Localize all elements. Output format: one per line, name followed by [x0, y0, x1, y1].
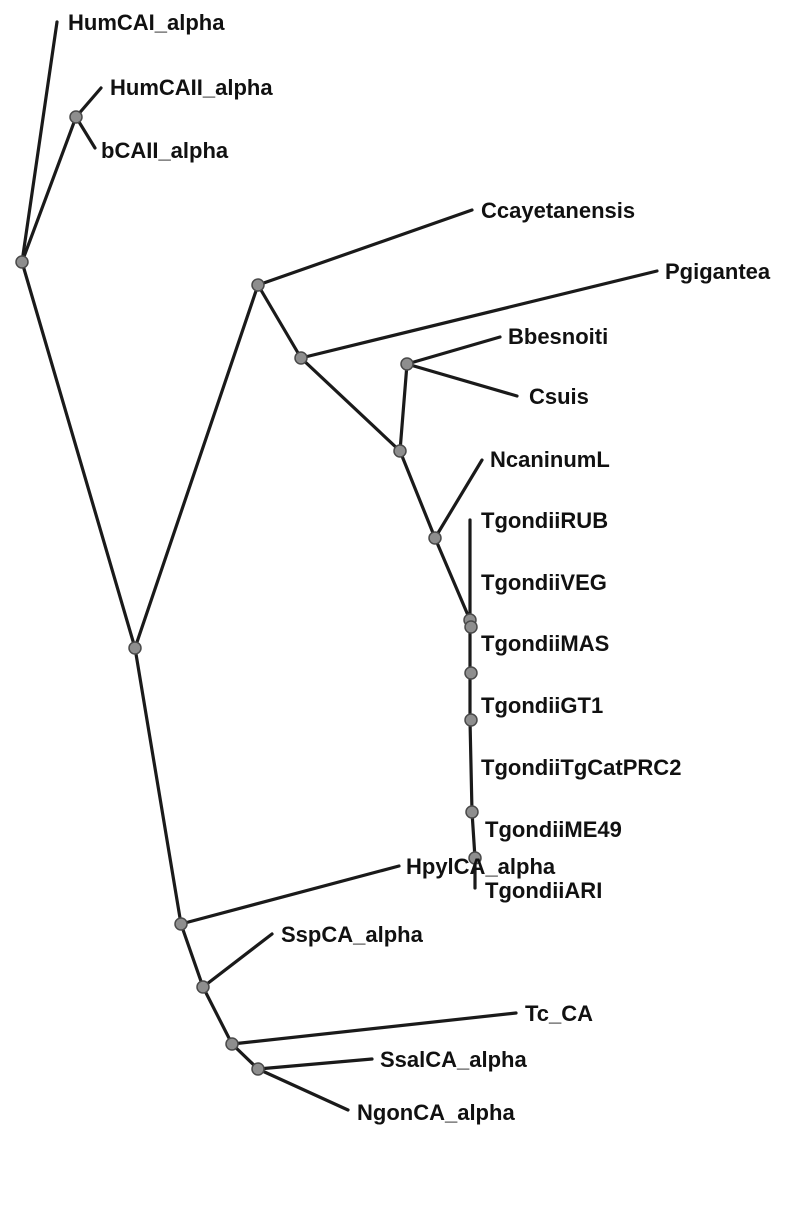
- leaf-label-tgondiigt1: TgondiiGT1: [481, 693, 603, 718]
- leaf-label-ngonca: NgonCA_alpha: [357, 1100, 515, 1125]
- leaf-label-pgigantea: Pgigantea: [665, 259, 771, 284]
- tree-node: [15, 255, 29, 269]
- branch: [405, 335, 502, 366]
- leaf-label-tgondiitgcatprc2: TgondiiTgCatPRC2: [481, 755, 681, 780]
- tree-node: [464, 620, 478, 634]
- tree-node: [294, 351, 308, 365]
- leaf-label-ccayetanensis: Ccayetanensis: [481, 198, 635, 223]
- branch: [20, 115, 78, 264]
- branch: [179, 864, 401, 926]
- branch: [256, 1067, 350, 1112]
- leaf-label-ssalca: SsalCA_alpha: [380, 1047, 527, 1072]
- branches: [20, 20, 659, 1112]
- tree-node: [393, 444, 407, 458]
- tree-node: [196, 980, 210, 994]
- tree-node: [468, 851, 482, 865]
- leaf-labels: HumCAI_alpha HumCAII_alpha bCAII_alpha C…: [68, 10, 771, 1125]
- tree-node: [465, 805, 479, 819]
- tree-node: [69, 110, 83, 124]
- tree-node: [174, 917, 188, 931]
- leaf-label-bcaii: bCAII_alpha: [101, 138, 229, 163]
- internal-nodes: [15, 110, 482, 1076]
- leaf-label-tgondiirub: TgondiiRUB: [481, 508, 608, 533]
- leaf-label-humcai: HumCAI_alpha: [68, 10, 225, 35]
- branch: [398, 449, 437, 540]
- branch: [256, 208, 474, 287]
- tree-node: [428, 531, 442, 545]
- branch: [133, 646, 183, 926]
- leaf-label-csuis: Csuis: [529, 384, 589, 409]
- branch: [201, 932, 274, 989]
- tree-node: [251, 1062, 265, 1076]
- branch: [133, 283, 260, 650]
- branch: [256, 283, 303, 360]
- leaf-label-sspca: SspCA_alpha: [281, 922, 424, 947]
- branch: [470, 810, 477, 860]
- leaf-label-tgondiime49: TgondiiME49: [485, 817, 622, 842]
- branch: [230, 1011, 518, 1046]
- leaf-label-tgondiimas: TgondiiMAS: [481, 631, 609, 656]
- tree-node: [128, 641, 142, 655]
- leaf-label-hpylca: HpylCA_alpha: [406, 854, 556, 879]
- tree-node: [225, 1037, 239, 1051]
- branch: [405, 362, 519, 398]
- tree-node: [464, 666, 478, 680]
- branch: [201, 985, 234, 1046]
- branch: [20, 20, 59, 264]
- leaf-label-humcaii: HumCAII_alpha: [110, 75, 273, 100]
- branch: [433, 458, 484, 540]
- leaf-label-bbesnoiti: Bbesnoiti: [508, 324, 608, 349]
- tree-node: [251, 278, 265, 292]
- branch: [299, 269, 659, 360]
- branch: [398, 362, 409, 453]
- branch: [433, 536, 472, 622]
- branch: [468, 718, 474, 814]
- leaf-label-tc-ca: Tc_CA: [525, 1001, 593, 1026]
- tree-node: [464, 713, 478, 727]
- leaf-label-tgondiiveg: TgondiiVEG: [481, 570, 607, 595]
- leaf-label-ncaninuml: NcaninumL: [490, 447, 610, 472]
- tree-node: [400, 357, 414, 371]
- branch: [179, 922, 205, 989]
- branch: [299, 356, 402, 453]
- leaf-label-tgondiiari: TgondiiARI: [485, 878, 602, 903]
- branch: [256, 1057, 374, 1071]
- branch: [20, 260, 137, 650]
